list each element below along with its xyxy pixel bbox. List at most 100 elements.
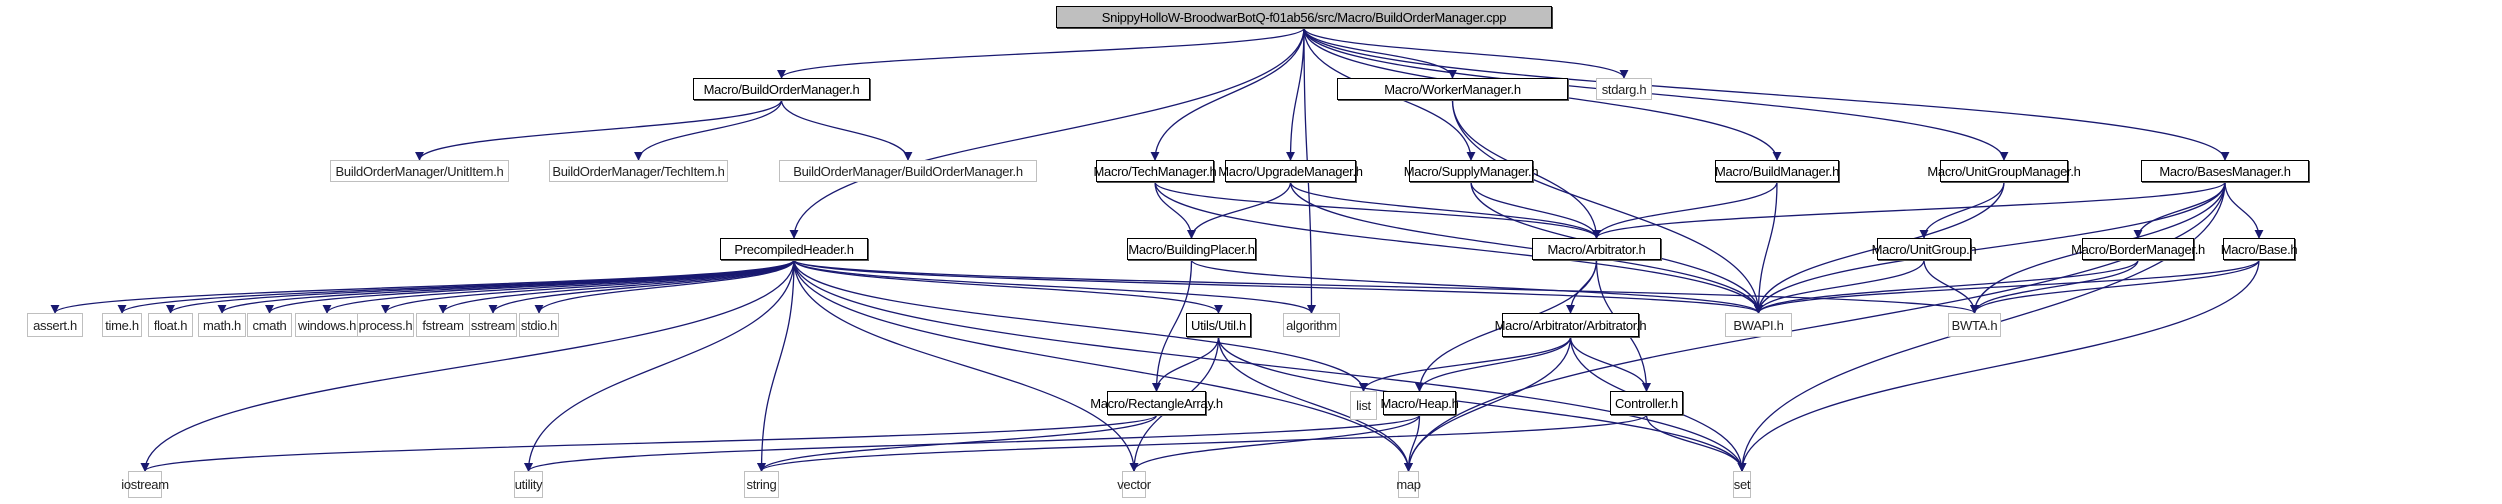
edge-pch-to-fstream [438, 259, 795, 314]
edge-util-to-map [1217, 336, 1414, 472]
node-bombom: BuildOrderManager/BuildOrderManager.h [779, 160, 1037, 182]
node-borderm[interactable]: Macro/BorderManager.h [2071, 238, 2205, 260]
edge-pch-to-time [117, 259, 795, 314]
edge-root-to-unitgroupm [1303, 27, 2009, 161]
node-pch[interactable]: PrecompiledHeader.h [720, 238, 868, 260]
node-bplacer[interactable]: Macro/BuildingPlacer.h [1127, 238, 1256, 260]
node-math: math.h [198, 313, 246, 337]
node-stdarg: stdarg.h [1596, 78, 1652, 100]
edge-bplacer-to-rectarr [1151, 259, 1193, 392]
edge-root-to-workerm [1303, 27, 1458, 79]
edge-pch-to-bwapi [793, 259, 1763, 314]
edge-pch-to-assert [50, 259, 795, 314]
edge-workerm-to-bwapi [1451, 99, 1764, 314]
edge-pch-to-iostream [140, 259, 795, 472]
node-vector: vector [1117, 471, 1151, 498]
node-upgradem[interactable]: Macro/UpgradeManager.h [1218, 160, 1363, 182]
edge-techm-to-arbh [1154, 181, 1601, 239]
edge-pch-to-util [793, 259, 1223, 314]
node-unititem: BuildOrderManager/UnitItem.h [330, 160, 509, 182]
edge-root-to-bomh [777, 27, 1305, 79]
edge-pch-to-sstream [488, 259, 795, 314]
edge-pch-to-process [381, 259, 795, 314]
node-util[interactable]: Utils/Util.h [1186, 313, 1251, 337]
node-sstream: sstream [469, 313, 517, 337]
edge-root-to-basesm [1303, 27, 2230, 161]
edge-root-to-stdarg [1303, 27, 1629, 79]
node-process: process.h [357, 313, 414, 337]
node-root[interactable]: SnippyHolloW-BroodwarBotQ-f01ab56/src/Ma… [1056, 6, 1552, 28]
edge-basesm-to-arbh [1592, 181, 2226, 239]
edge-basesm-to-map [1403, 181, 2226, 472]
edge-pch-to-bwta [793, 259, 1979, 314]
edge-rectarr-to-iostream [140, 414, 1158, 472]
node-list: list [1350, 391, 1377, 420]
node-windows: windows.h [295, 313, 359, 337]
node-algorithm: algorithm [1283, 313, 1340, 337]
node-supplym[interactable]: Macro/SupplyManager.h [1404, 160, 1539, 182]
edge-upgradem-to-bplacer [1186, 181, 1292, 239]
node-buildm[interactable]: Macro/BuildManager.h [1715, 160, 1839, 182]
edge-bomh-to-techitem [633, 99, 783, 161]
edge-techm-to-bwapi [1154, 181, 1763, 314]
node-arbh[interactable]: Macro/Arbitrator.h [1532, 238, 1661, 260]
edge-basesm-to-bwapi [1754, 181, 2226, 314]
node-bwta: BWTA.h [1948, 313, 2001, 337]
edge-controller-to-set [1645, 414, 1747, 472]
node-string: string [744, 471, 779, 498]
edge-arbarb-to-map [1403, 336, 1572, 472]
node-map: map [1396, 471, 1421, 498]
node-techitem: BuildOrderManager/TechItem.h [549, 160, 728, 182]
edge-techm-to-bplacer [1154, 181, 1197, 239]
edge-buildm-to-arbh [1592, 181, 1778, 239]
edge-borderm-to-bwta [1970, 259, 2139, 314]
node-assert: assert.h [27, 313, 83, 337]
node-basesm[interactable]: Macro/BasesManager.h [2141, 160, 2309, 182]
edge-pch-to-stdio [534, 259, 795, 314]
node-unitgroupm[interactable]: Macro/UnitGroupManager.h [1927, 160, 2081, 182]
node-techm[interactable]: Macro/TechManager.h [1094, 160, 1217, 182]
edge-arbarb-to-controller [1569, 336, 1652, 392]
node-heap[interactable]: Macro/Heap.h [1380, 391, 1459, 415]
node-workerm[interactable]: Macro/WorkerManager.h [1337, 78, 1568, 100]
node-base[interactable]: Macro/Base.h [2221, 238, 2298, 260]
edge-pch-to-list [793, 259, 1368, 392]
node-controller[interactable]: Controller.h [1610, 391, 1683, 415]
edge-bomh-to-unititem [415, 99, 783, 161]
edge-heap-to-utility [524, 414, 1421, 472]
edge-bomh-to-bombom [780, 99, 913, 161]
node-stdio: stdio.h [519, 313, 559, 337]
edge-pch-to-windows [322, 259, 795, 314]
node-float: float.h [148, 313, 193, 337]
edge-root-to-techm [1150, 27, 1305, 161]
edge-pch-to-algorithm [793, 259, 1316, 314]
node-rectarr[interactable]: Macro/RectangleArray.h [1090, 391, 1223, 415]
edge-upgradem-to-arbh [1289, 181, 1601, 239]
edge-root-to-pch [789, 27, 1305, 239]
edge-arbarb-to-heap [1414, 336, 1572, 392]
edge-unitgroup-to-bwapi [1754, 259, 1925, 314]
node-set: set [1733, 471, 1751, 498]
node-bwapi: BWAPI.h [1725, 313, 1792, 337]
node-bomh[interactable]: Macro/BuildOrderManager.h [693, 78, 870, 100]
edge-controller-to-string [757, 414, 1648, 472]
edge-basesm-to-base [2224, 181, 2264, 239]
node-unitgroup[interactable]: Macro/UnitGroup.h [1872, 238, 1977, 260]
edge-pch-to-vector [793, 259, 1139, 472]
edge-basesm-to-borderm [2133, 181, 2226, 239]
node-arbarb[interactable]: Macro/Arbitrator/Arbitrator.h [1495, 313, 1647, 337]
edge-supplym-to-arbh [1470, 181, 1602, 239]
edge-borderm-to-bwapi [1754, 259, 2139, 314]
edge-pch-to-set [793, 259, 1747, 472]
edge-pch-to-string [756, 259, 795, 472]
node-fstream: fstream [416, 313, 470, 337]
edge-pch-to-cmath [265, 259, 795, 314]
edge-heap-to-map [1403, 414, 1421, 472]
edge-util-to-set [1217, 336, 1747, 472]
edge-base-to-bwapi [1754, 259, 2260, 314]
edge-arbarb-to-list [1359, 336, 1572, 392]
edge-bplacer-to-bwapi [1190, 259, 1763, 314]
node-iostream: iostream [121, 471, 169, 498]
